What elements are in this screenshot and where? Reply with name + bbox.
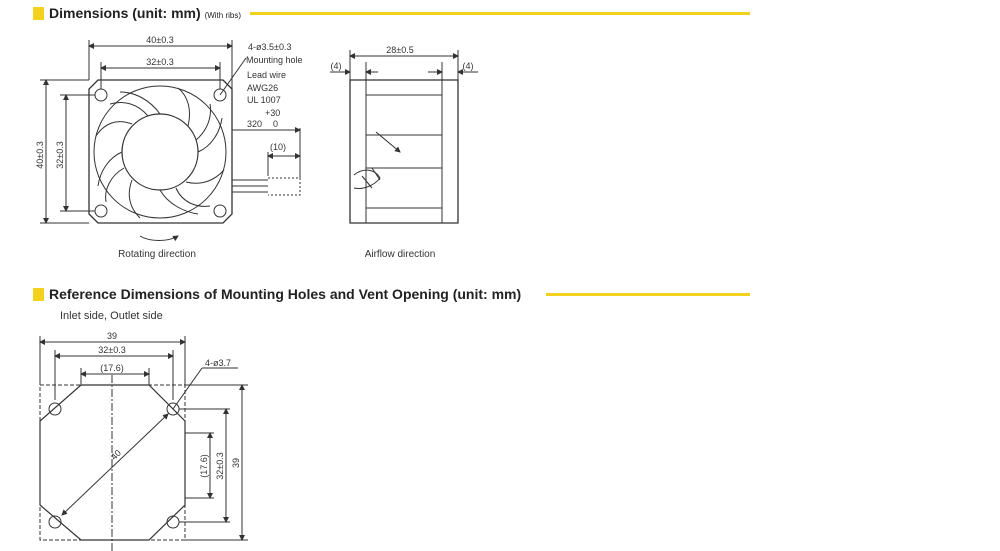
rotating-caption: Rotating direction — [118, 249, 196, 260]
airflow-caption: Airflow direction — [365, 249, 436, 260]
ref-vent-label: (17.6) — [100, 363, 124, 373]
ref-vent-v-label: (17.6) — [199, 454, 209, 478]
hole-spec-label: 4-ø3.5±0.3 — [248, 42, 291, 52]
mounting-hole — [213, 204, 227, 218]
reference-subtitle: Inlet side, Outlet side — [60, 310, 163, 322]
section-marker — [33, 288, 44, 301]
section-rule — [546, 293, 750, 296]
ref-pitch-v-label: 32±0.3 — [215, 452, 225, 479]
dimensions-title: Dimensions (unit: mm) (With ribs) — [49, 5, 242, 21]
lead-tol-low-label: 0 — [273, 119, 278, 129]
front-view-labels: 40±0.3 32±0.3 40±0.3 32±0.3 4-ø3.5±0.3 M… — [35, 35, 303, 169]
ref-mounting-hole — [48, 515, 62, 529]
ref-hole-label: 4-ø3.7 — [205, 358, 231, 368]
lead-awg-label: AWG26 — [247, 83, 278, 93]
section-rule — [250, 12, 750, 15]
hole-text-label: Mounting hole — [246, 55, 303, 65]
side-view-labels: 28±0.5 (4) (4) — [331, 45, 474, 71]
dimensions-header: Dimensions (unit: mm) (With ribs) — [0, 4, 760, 24]
rib-right-label: (4) — [463, 61, 474, 71]
lead-tol-label: +30 — [265, 108, 280, 118]
strip-len-label: (10) — [270, 142, 286, 152]
side-view — [330, 50, 478, 224]
ref-diag-label: 40 — [109, 448, 123, 462]
section-marker — [33, 7, 44, 20]
ref-pitch-label: 32±0.3 — [98, 345, 125, 355]
ref-outer-label: 39 — [107, 331, 117, 341]
fan-blades — [95, 87, 225, 219]
mounting-hole — [94, 204, 108, 218]
lead-ul-label: UL 1007 — [247, 95, 281, 105]
rib-left-label: (4) — [331, 61, 342, 71]
reference-view — [39, 336, 248, 551]
lead-len-label: 320 — [247, 119, 262, 129]
depth-label: 28±0.5 — [386, 45, 413, 55]
front-view — [40, 40, 301, 242]
reference-title: Reference Dimensions of Mounting Holes a… — [49, 286, 522, 302]
hole-pitch-h-label: 32±0.3 — [146, 57, 173, 67]
mounting-hole — [94, 88, 108, 102]
reference-header: Reference Dimensions of Mounting Holes a… — [0, 285, 760, 305]
dimensions-note: (With ribs) — [204, 11, 242, 20]
ref-mounting-hole — [48, 402, 62, 416]
outer-height-label: 40±0.3 — [35, 141, 45, 168]
hole-pitch-v-label: 32±0.3 — [55, 141, 65, 168]
ref-mounting-hole — [166, 515, 180, 529]
ref-outer-v-label: 39 — [231, 458, 241, 468]
outer-width-label: 40±0.3 — [146, 35, 173, 45]
lead-wire-label: Lead wire — [247, 70, 286, 80]
